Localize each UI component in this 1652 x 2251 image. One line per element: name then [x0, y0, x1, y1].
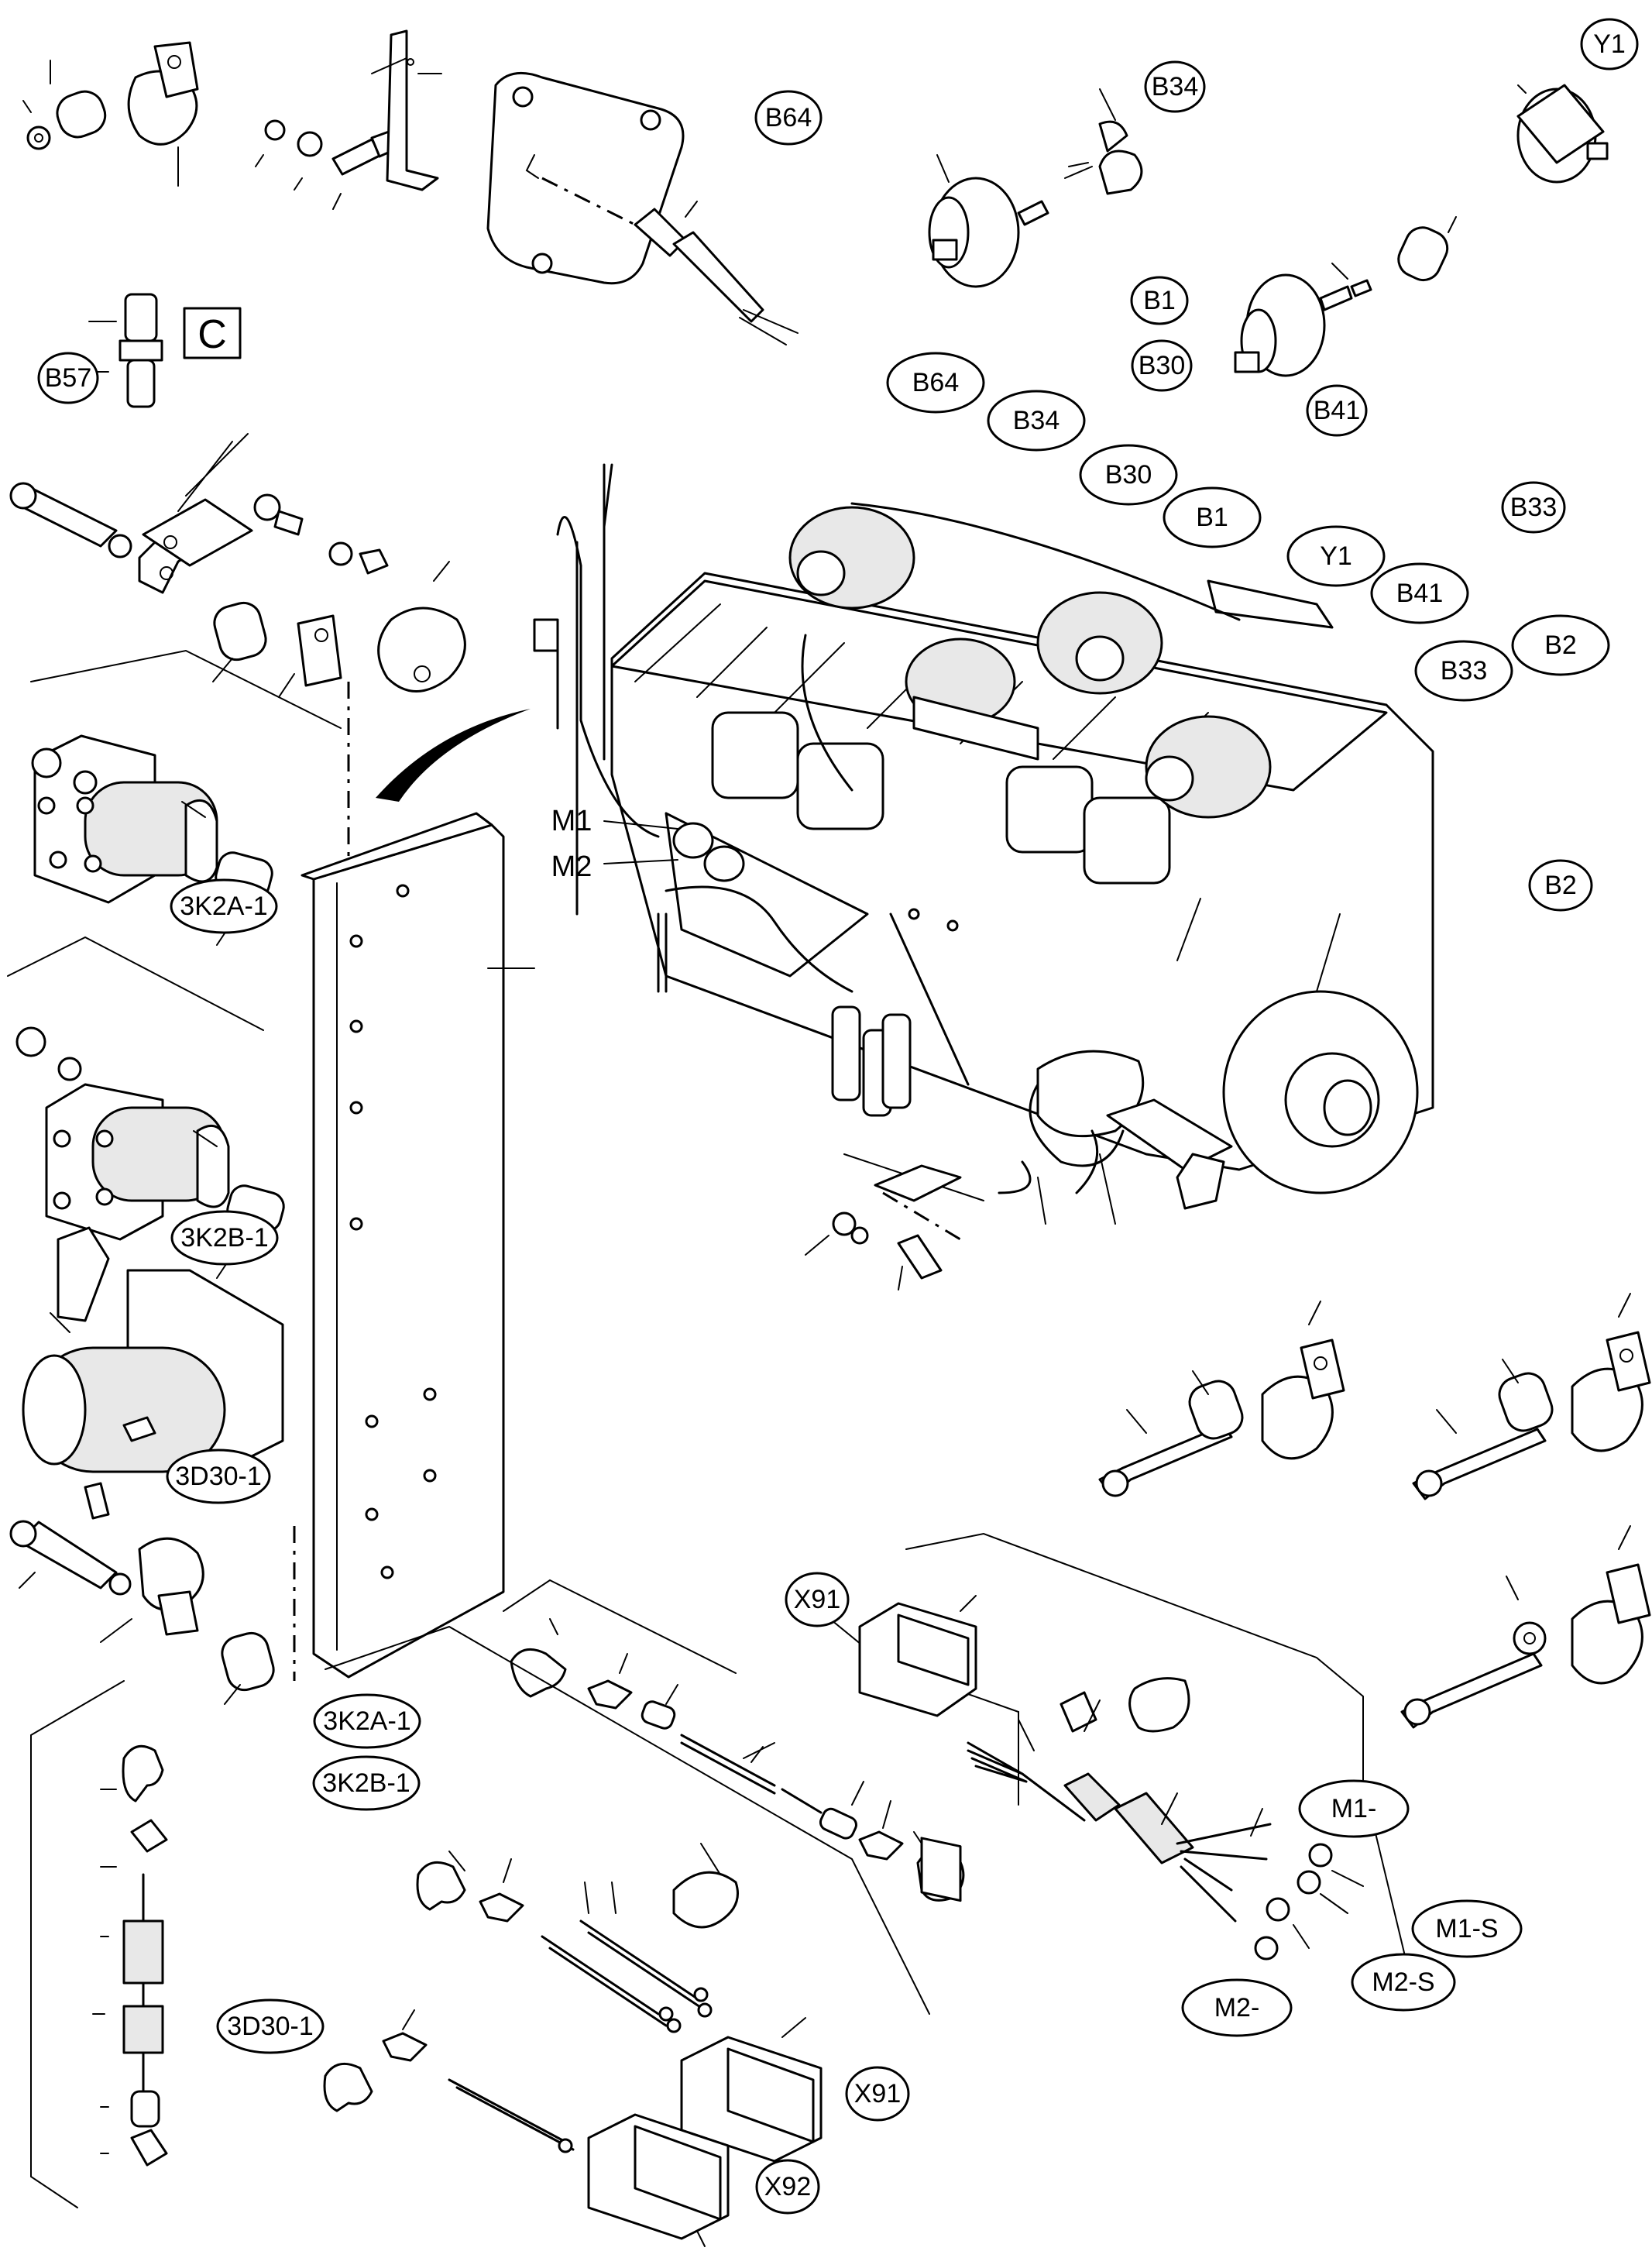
callout-3k2b-1-left: 3K2B-1	[170, 1210, 279, 1266]
starter-3d30-1	[22, 1226, 284, 1520]
callout-b57-text: B57	[45, 363, 92, 393]
callout-b30-engine: B30	[1079, 444, 1178, 506]
connector-x91	[858, 1595, 977, 1902]
callout-b41-top: B41	[1306, 384, 1368, 437]
pressure-sensor-b34	[928, 88, 1143, 288]
callout-b64-top-text: B64	[765, 103, 812, 132]
connector-x91-bottom	[680, 2017, 823, 2163]
callout-b30-top: B30	[1131, 339, 1193, 392]
label-m2: M2	[551, 851, 592, 883]
callout-b2-engine-text: B2	[1544, 631, 1577, 660]
callout-m1-minus: M1-	[1298, 1779, 1410, 1838]
box-label-c: C	[183, 307, 242, 359]
fitting-b57	[88, 293, 163, 408]
clamp-set-right-3	[1400, 1525, 1651, 1729]
mounting-rail	[293, 682, 535, 1681]
callout-m1-s-text: M1-S	[1435, 1914, 1498, 1943]
callout-y1-engine: Y1	[1286, 525, 1386, 587]
clamp-set-right-1	[1098, 1301, 1345, 1497]
callout-b30-top-text: B30	[1139, 351, 1186, 380]
cable-starter-relay	[323, 1625, 930, 2153]
bolt-bracket-assembly	[9, 433, 389, 594]
spacer-and-clamp	[212, 561, 466, 698]
callout-3k2a-1-left-text: 3K2A-1	[180, 892, 267, 921]
engine-block	[533, 463, 1434, 1210]
callout-m2-minus: M2-	[1181, 1978, 1293, 2037]
callout-3k2a-1-bottom-text: 3K2A-1	[323, 1706, 410, 1736]
callout-x91-bottom-text: X91	[854, 2079, 902, 2108]
callout-3d30-1-left-text: 3D30-1	[175, 1462, 262, 1491]
clamp-assembly-bottom-left	[9, 1520, 275, 1705]
callout-b57: B57	[37, 352, 99, 404]
cable-harness-bottom-left	[30, 1680, 168, 2208]
callout-m2-s-text: M2-S	[1372, 1967, 1434, 1997]
callout-b33-right: B33	[1501, 481, 1566, 534]
callout-x92: X92	[755, 2159, 820, 2215]
flange-plate	[486, 71, 685, 285]
callout-y1-top: Y1	[1580, 18, 1639, 70]
callout-3d30-1-left: 3D30-1	[166, 1449, 271, 1504]
callout-y1-engine-text: Y1	[1320, 541, 1352, 571]
connector-x92	[587, 2113, 730, 2247]
relay-3k2a-1	[30, 649, 342, 946]
callout-m2-minus-text: M2-	[1214, 1993, 1260, 2022]
callout-3d30-1-bottom-text: 3D30-1	[227, 2012, 314, 2041]
callout-3k2b-1-left-text: 3K2B-1	[180, 1223, 268, 1253]
clamp-set-right-2	[1412, 1293, 1651, 1500]
callout-y1-top-text: Y1	[1593, 29, 1626, 59]
box-label-c-text: C	[197, 312, 227, 357]
callout-b34-engine: B34	[987, 390, 1086, 452]
callout-b2-right: B2	[1528, 859, 1593, 912]
callout-b41-engine: B41	[1370, 562, 1469, 624]
callout-3d30-1-bottom: 3D30-1	[216, 1998, 325, 2054]
callout-3k2b-1-bottom: 3K2B-1	[312, 1755, 421, 1811]
sensor-b1-b30-b41	[1234, 216, 1457, 377]
callout-b1-engine: B1	[1163, 486, 1262, 548]
callout-x91-top-text: X91	[794, 1585, 841, 1614]
callout-b1-engine-text: B1	[1196, 503, 1228, 532]
temperature-sensor-b64	[541, 177, 799, 345]
label-m1: M1	[551, 805, 592, 837]
callout-b33-right-text: B33	[1510, 493, 1558, 522]
callout-3k2a-1-bottom: 3K2A-1	[313, 1693, 421, 1749]
callout-x91-top: X91	[785, 1572, 850, 1627]
callout-b64-engine-text: B64	[912, 368, 960, 397]
callout-b64-top: B64	[754, 90, 823, 146]
callout-b30-engine-text: B30	[1105, 460, 1152, 490]
callout-x91-bottom: X91	[845, 2066, 910, 2122]
callout-b33-engine: B33	[1414, 640, 1513, 702]
relay-3k2b-1	[7, 936, 285, 1279]
callout-b1-top: B1	[1130, 276, 1189, 325]
callout-b64-engine: B64	[886, 352, 985, 414]
clamp-assembly-top-left	[22, 41, 199, 187]
callout-b33-engine-text: B33	[1441, 656, 1488, 686]
callout-3k2b-1-bottom-text: 3K2B-1	[322, 1768, 410, 1798]
callout-b1-top-text: B1	[1143, 286, 1176, 315]
cable-x91-to-motors	[905, 1532, 1410, 1976]
sensor-y1-top	[1516, 84, 1609, 184]
callout-b2-right-text: B2	[1544, 871, 1577, 900]
callout-b34-engine-text: B34	[1013, 406, 1060, 435]
callout-m2-s: M2-S	[1351, 1953, 1456, 2012]
callout-x92-text: X92	[764, 2172, 812, 2201]
callout-m1-minus-text: M1-	[1331, 1794, 1377, 1823]
assembly-arrow	[376, 709, 531, 802]
engine-ground-strap	[805, 1129, 1116, 1290]
callout-b34-top-text: B34	[1152, 72, 1199, 101]
callout-3k2a-1-left: 3K2A-1	[170, 878, 278, 934]
callout-b41-top-text: B41	[1314, 396, 1361, 425]
callout-b34-top: B34	[1144, 60, 1206, 113]
callout-b41-engine-text: B41	[1396, 579, 1444, 608]
callout-m1-s: M1-S	[1411, 1899, 1523, 1958]
callout-b2-engine: B2	[1511, 614, 1610, 676]
bracket-bolt-top	[255, 29, 442, 210]
